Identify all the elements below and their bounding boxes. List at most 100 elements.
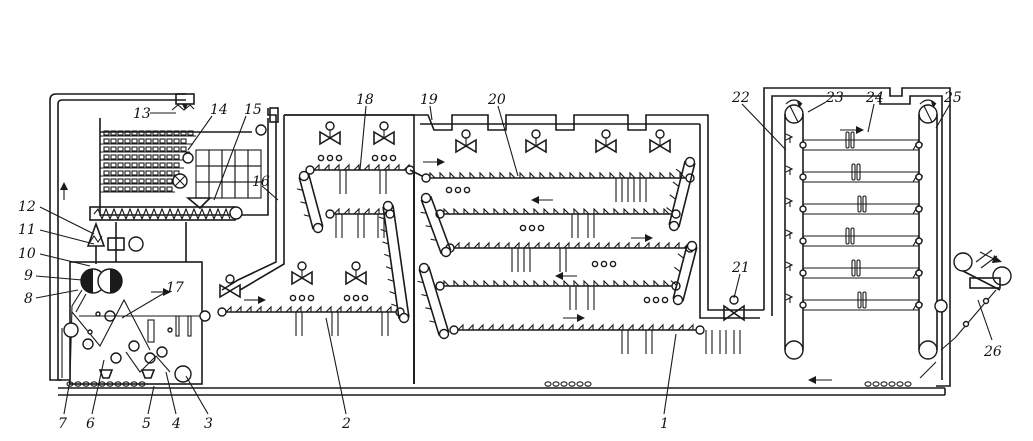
belt-item: [559, 171, 566, 179]
proof-tray-item: [173, 130, 180, 136]
return-air-pipe: [49, 93, 186, 381]
belt-item: [589, 171, 596, 179]
pivot: [87, 329, 93, 335]
belt-item: [563, 241, 570, 249]
proof-tray-item: [173, 162, 180, 168]
flame-port: [445, 186, 453, 194]
divider-rounder: [172, 152, 194, 189]
elevator-rail: [428, 266, 450, 333]
belt-item: [653, 279, 660, 287]
elevator-flight: [674, 266, 681, 273]
flame-port: [352, 294, 360, 302]
callouts: 7 6 5 4 3 2 1 12 11 10 9 8 13 14 15 16 1…: [18, 90, 1002, 432]
belt-item: [295, 305, 302, 313]
belt-item: [449, 171, 456, 179]
callout-2: 2: [341, 416, 351, 432]
flame-port: [519, 224, 527, 232]
proof-tray-item: [110, 146, 117, 152]
forming-rollers: [71, 298, 192, 379]
belt-item: [487, 323, 494, 331]
proofing-cabinet: [99, 118, 269, 216]
returned-item: [544, 381, 552, 387]
belt-item: [529, 171, 536, 179]
proof-tray-item: [159, 130, 166, 136]
proof-tray-item: [131, 170, 138, 176]
callout-20: 20: [487, 92, 506, 108]
proof-cell: [234, 165, 249, 183]
belt-item: [607, 323, 614, 331]
belt-item: [343, 207, 350, 215]
belt-item: [533, 241, 540, 249]
cradle-loaf: [862, 195, 867, 213]
dough-hopper: [171, 93, 195, 111]
belt-item: [687, 323, 694, 331]
belt-item: [553, 207, 560, 215]
callout-8: 8: [24, 291, 33, 307]
belt-item: [483, 279, 490, 287]
oven-2-burners: [445, 129, 671, 304]
callout-11: 11: [18, 222, 36, 238]
belt-item: [577, 323, 584, 331]
belt-item: [647, 323, 654, 331]
proof-tray-item: [145, 130, 152, 136]
callout-22: 22: [731, 90, 750, 106]
proof-tray-item: [131, 146, 138, 152]
belt-item: [355, 305, 362, 313]
belt-item: [603, 279, 610, 287]
callout-7: 7: [58, 416, 67, 432]
belt-item: [583, 279, 590, 287]
returned-item: [864, 381, 872, 387]
proof-tray-item: [187, 130, 194, 136]
proof-cell: [195, 181, 210, 199]
proof-tray-item: [152, 186, 159, 192]
belt-item: [583, 241, 590, 249]
elevator-pulley: [398, 312, 410, 324]
flame-port: [289, 294, 297, 302]
belt-item: [499, 171, 506, 179]
elevator-pulley: [684, 156, 696, 168]
callout-18: 18: [356, 92, 374, 108]
proof-cell: [234, 149, 249, 167]
belt-item: [563, 207, 570, 215]
proof-tray-item: [103, 186, 110, 192]
proof-tray-item: [110, 162, 117, 168]
belt-item: [363, 163, 370, 171]
proof-tray-item: [180, 138, 187, 144]
proof-tray-item: [117, 170, 124, 176]
elevator-flight: [670, 280, 677, 286]
belt-item: [613, 207, 620, 215]
belt-item: [325, 305, 332, 313]
cradle-roller: [915, 205, 923, 213]
belt-item: [503, 279, 510, 287]
cradle-roller: [799, 301, 807, 309]
proof-tray-item: [152, 146, 159, 152]
belt-item: [539, 171, 546, 179]
belt-item: [305, 305, 312, 313]
belt-item: [679, 171, 686, 179]
proof-tray-item: [166, 154, 173, 160]
callout-16: 16: [252, 174, 270, 190]
proof-tray-item: [166, 138, 173, 144]
cradle-loaf: [862, 291, 867, 309]
proof-tray-item: [166, 170, 173, 176]
belt-item: [489, 171, 496, 179]
proof-tray-item: [145, 186, 152, 192]
elevator-flight: [378, 216, 386, 220]
pivot: [167, 327, 173, 333]
burner-pilot: [351, 261, 361, 271]
proof-tray-item: [159, 186, 166, 192]
elevator-flight: [672, 181, 680, 187]
belt-item: [643, 241, 650, 249]
elevator-flight: [387, 278, 394, 282]
cradle-hook-left: [785, 229, 794, 239]
oven-1-belts: [217, 163, 427, 336]
belt-item: [235, 305, 242, 313]
proof-tray-item: [152, 154, 159, 160]
flame-port: [454, 186, 462, 194]
belt-item: [513, 207, 520, 215]
proof-tray-item: [124, 130, 131, 136]
elevator-flight: [430, 238, 437, 241]
belt-item: [643, 207, 650, 215]
callout-13: 13: [133, 106, 151, 122]
burner-pilot: [601, 129, 611, 139]
